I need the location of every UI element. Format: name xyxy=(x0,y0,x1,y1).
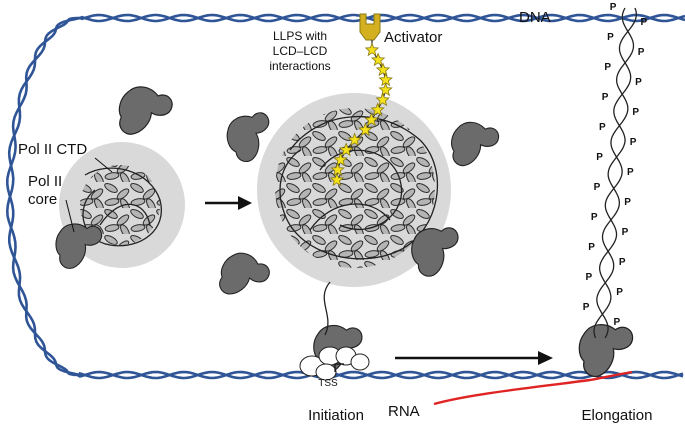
rna-label: RNA xyxy=(388,403,420,420)
lcd-star-icon xyxy=(333,152,348,167)
phospho-mark: P xyxy=(586,272,593,283)
lcd-star-icon xyxy=(338,142,354,157)
phospho-mark: P xyxy=(616,287,623,298)
dna-helix xyxy=(5,13,685,380)
pol-ii-core-icon xyxy=(447,118,501,172)
phospho-mark: P xyxy=(599,122,606,133)
phospho-mark: P xyxy=(588,242,595,253)
initiation-label: Initiation xyxy=(308,407,364,424)
phosphorylation-marks: P P P P P P P P P P P P P P P P P P P P P P xyxy=(583,2,648,328)
ctd-tangle-large xyxy=(275,108,439,268)
activator-label: Activator xyxy=(384,29,442,46)
dna-strand xyxy=(5,13,685,380)
activator-group: Activator xyxy=(359,13,442,46)
pol-ii-core-label-line-2: core xyxy=(28,191,57,208)
elongation-label: Elongation xyxy=(582,407,653,424)
pol-ii-ctd-label: Pol II CTD xyxy=(18,141,87,158)
phospho-mark: P xyxy=(607,32,614,43)
lcd-star-icon xyxy=(329,172,345,187)
phospho-mark: P xyxy=(604,62,611,73)
ctd-tether xyxy=(323,281,331,336)
ctd-tangle-small xyxy=(80,165,163,247)
phospho-mark: P xyxy=(638,47,645,58)
activator-lcd-star-chain xyxy=(329,40,393,187)
pol-ii-ctd-pointer xyxy=(94,157,113,173)
activator-icon xyxy=(359,13,381,41)
pol-ii-core-icon xyxy=(212,246,274,308)
pol-ii-core-label-line-1: Pol II xyxy=(28,173,62,190)
phospho-mark: P xyxy=(630,137,637,148)
phospho-mark: P xyxy=(622,227,629,238)
lcd-star-icon xyxy=(347,132,362,147)
phospho-mark: P xyxy=(614,317,621,328)
progress-arrow-2 xyxy=(395,351,553,365)
phospho-mark: P xyxy=(627,167,634,178)
phospho-mark: P xyxy=(619,257,626,268)
pol-ii-core-icon xyxy=(112,81,176,144)
tss-arrow-icon xyxy=(334,363,344,372)
phospho-mark: P xyxy=(632,107,639,118)
lcd-star-icon xyxy=(364,42,380,57)
lcd-star-icon xyxy=(370,52,386,67)
dna-label: DNA xyxy=(519,9,551,26)
lcd-star-icon xyxy=(375,92,390,107)
phospho-mark: P xyxy=(602,92,609,103)
phospho-mark: P xyxy=(596,152,603,163)
lcd-star-icon xyxy=(358,122,373,137)
pol-ii-core-pointer xyxy=(65,199,75,233)
llps-label-line-2: LCD–LCD xyxy=(273,44,328,58)
llps-label-line-1: LLPS with xyxy=(273,29,327,43)
elongating-ctd xyxy=(593,7,638,339)
phospho-mark: P xyxy=(594,182,601,193)
lcd-star-icon xyxy=(330,162,345,177)
lcd-star-icon xyxy=(364,112,379,127)
phospho-mark: P xyxy=(610,2,617,13)
phospho-mark: P xyxy=(641,17,648,28)
lcd-star-icon xyxy=(375,62,391,77)
tss-label: TSS xyxy=(318,378,338,389)
lcd-star-icon xyxy=(378,82,393,97)
pol-ii-core-icon xyxy=(578,323,634,378)
phospho-mark: P xyxy=(624,197,631,208)
llps-label-line-3: interactions xyxy=(269,59,330,73)
initiation-complex xyxy=(299,346,370,381)
lcd-star-icon xyxy=(370,102,385,117)
progress-arrow-1 xyxy=(205,196,252,210)
phospho-mark: P xyxy=(583,302,590,313)
rna-strand xyxy=(433,370,633,406)
phospho-mark: P xyxy=(591,212,598,223)
phospho-mark: P xyxy=(635,77,642,88)
